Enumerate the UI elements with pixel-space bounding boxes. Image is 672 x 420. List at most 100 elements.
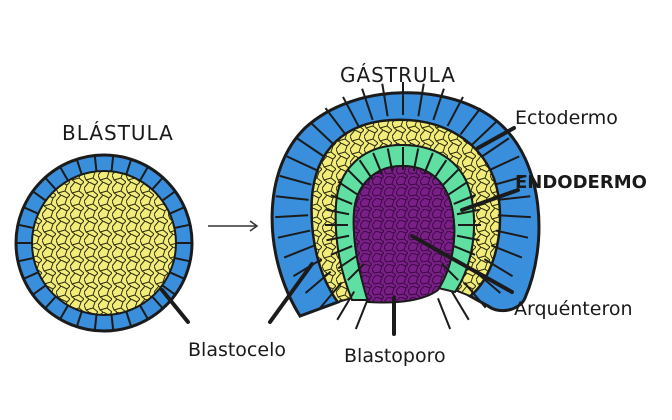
archenteron-pointer — [410, 234, 514, 294]
cell-divider — [17, 223, 34, 230]
cell-divider — [497, 214, 531, 219]
cell-divider — [326, 234, 350, 242]
cell-divider — [283, 244, 316, 259]
transition-arrow — [208, 220, 259, 232]
cell-divider — [44, 176, 57, 191]
cell-divider — [337, 254, 358, 270]
cell-divider — [75, 311, 83, 328]
cell-divider — [342, 96, 360, 127]
cell-divider — [330, 194, 353, 205]
cell-divider — [432, 159, 448, 180]
cell-divider — [151, 295, 164, 310]
cell-divider — [59, 166, 69, 182]
cell-divider — [453, 245, 476, 256]
cell-divider — [110, 314, 115, 331]
cell-divider — [488, 155, 520, 172]
cell-divider — [330, 245, 353, 256]
cell-divider — [354, 297, 369, 330]
cell-divider — [456, 234, 480, 242]
cell-divider — [412, 148, 420, 172]
cell-divider — [174, 223, 191, 230]
cell-divider — [75, 158, 83, 175]
cell-divider — [93, 155, 98, 172]
cell-divider — [453, 194, 476, 205]
blastocele-pointer — [160, 288, 190, 324]
cell-divider — [93, 314, 98, 331]
cell-divider — [59, 304, 69, 320]
cell-divider — [32, 284, 47, 296]
cell-divider — [358, 159, 374, 180]
cell-divider — [490, 244, 523, 259]
cell-divider — [337, 180, 358, 196]
cell-divider — [347, 263, 365, 281]
cell-divider — [448, 180, 469, 196]
cell-divider — [372, 152, 383, 175]
cell-divider — [304, 270, 332, 294]
cell-divider — [497, 195, 531, 201]
cell-divider — [169, 206, 185, 215]
cell-divider — [361, 88, 374, 121]
cell-divider — [319, 281, 343, 309]
cell-divider — [494, 174, 527, 186]
cell-divider — [110, 155, 115, 172]
cell-divider — [23, 206, 39, 215]
cell-divider — [169, 271, 185, 280]
cell-divider — [275, 214, 309, 219]
cell-divider — [23, 271, 39, 280]
cell-divider — [17, 256, 34, 263]
cell-divider — [381, 83, 389, 117]
cell-divider — [44, 295, 57, 310]
endoderm-label: ENDODERMO — [515, 172, 647, 193]
cell-divider — [483, 258, 514, 278]
gastrula-blastocele-pointer — [268, 262, 314, 324]
cell-divider — [151, 176, 164, 191]
cell-divider — [347, 169, 365, 187]
cell-divider — [296, 137, 325, 158]
cell-divider — [446, 96, 464, 127]
gastrula-endoderm-cell-dividers — [325, 147, 481, 281]
cell-divider — [174, 256, 191, 263]
cell-divider — [386, 148, 394, 172]
cell-divider — [423, 152, 434, 175]
cell-divider — [139, 304, 149, 320]
cell-divider — [277, 229, 311, 239]
cell-divider — [324, 107, 347, 136]
cell-divider — [471, 121, 497, 146]
cell-divider — [125, 311, 133, 328]
cell-divider — [161, 284, 176, 296]
cell-divider — [450, 290, 470, 321]
blastocele-label: Blastocelo — [188, 339, 286, 361]
blastula-title: BLÁSTULA — [62, 121, 174, 145]
cell-divider — [459, 107, 482, 136]
gastrula-ectoderm-cell-dividers — [275, 82, 531, 330]
cell-divider — [481, 137, 510, 158]
cell-divider — [441, 263, 459, 281]
cell-divider — [139, 166, 149, 182]
cell-divider — [336, 290, 356, 321]
ectoderm-pointer — [476, 126, 516, 150]
cell-divider — [279, 174, 312, 186]
cell-divider — [161, 190, 176, 202]
gastrula-title: GÁSTRULA — [340, 63, 456, 87]
cell-divider — [417, 83, 425, 117]
cell-divider — [275, 195, 309, 201]
cell-divider — [437, 297, 452, 330]
blastula-cell-dividers — [16, 155, 192, 331]
cell-divider — [326, 208, 350, 216]
gastrula — [268, 82, 541, 336]
gastrula-archenteron — [352, 164, 456, 304]
endoderm-pointer — [460, 188, 520, 212]
cell-divider — [286, 155, 318, 172]
ectoderm-label: Ectodermo — [515, 107, 618, 129]
cell-divider — [495, 229, 529, 239]
cell-divider — [463, 281, 487, 309]
cell-divider — [125, 158, 133, 175]
blastula — [14, 153, 194, 333]
cell-divider — [309, 121, 335, 146]
blastula-inner-cells — [31, 170, 177, 316]
blastopore-label: Blastoporo — [344, 345, 446, 367]
cell-divider — [456, 208, 480, 216]
cell-divider — [432, 88, 445, 121]
archenteron-label: Arquénteron — [514, 298, 633, 320]
